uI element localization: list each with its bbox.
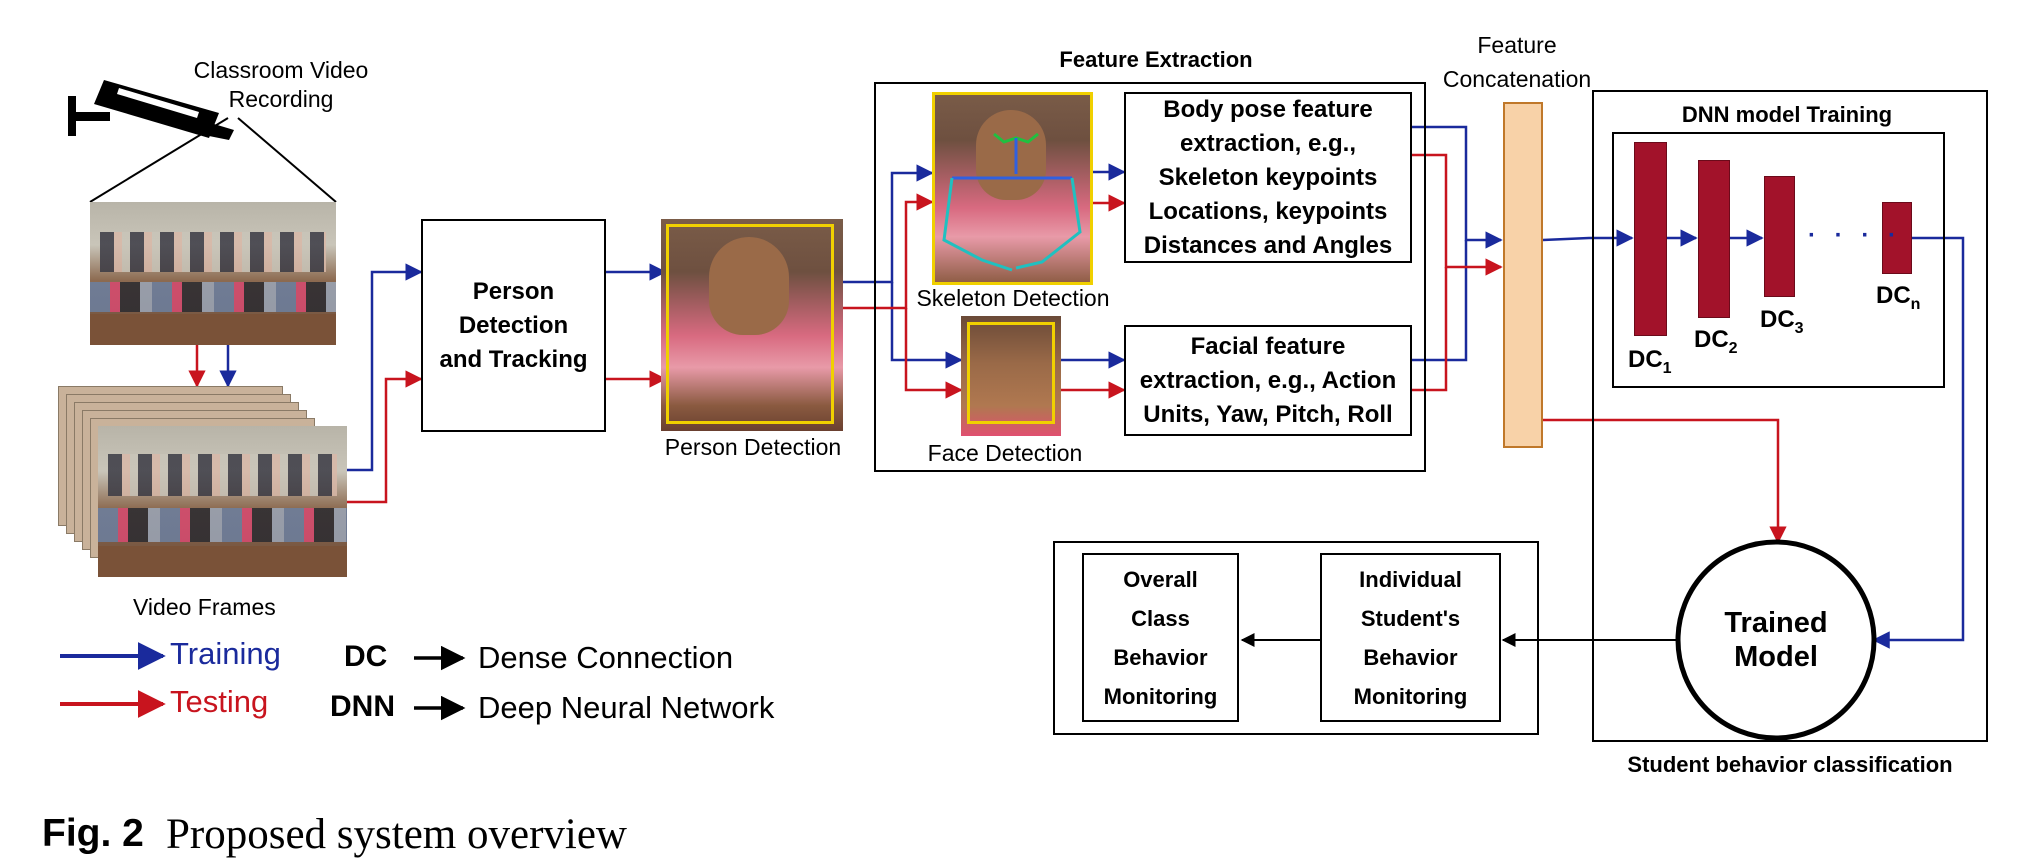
person-to-skeleton-arrow-blue bbox=[843, 164, 934, 284]
body-pose-feature-box: Body pose feature extraction, e.g., Skel… bbox=[1124, 92, 1412, 263]
trained-model-circle bbox=[1675, 539, 1877, 741]
figure-caption: Proposed system overview bbox=[166, 811, 627, 858]
feature-extraction-title: Feature Extraction bbox=[1059, 47, 1253, 72]
video-frames-image bbox=[98, 426, 347, 577]
dcn-layer bbox=[1882, 202, 1912, 274]
face-detection-image bbox=[961, 316, 1061, 436]
skeleton-head-shape bbox=[976, 110, 1046, 200]
cctv-camera-icon bbox=[68, 80, 234, 140]
trained-model-text: Trained Model bbox=[1724, 607, 1828, 673]
figure-number: Fig. 2 bbox=[42, 812, 144, 855]
dc3-layer bbox=[1764, 176, 1795, 297]
legend-dc-full: Dense Connection bbox=[478, 640, 734, 675]
camera-view-line-right bbox=[237, 117, 337, 203]
student-behavior-box bbox=[1592, 90, 1988, 742]
legend-training-label: Training bbox=[170, 636, 281, 671]
dnn-training-box bbox=[1612, 132, 1945, 388]
camera-label: Classroom Video Recording bbox=[193, 57, 369, 112]
student-behavior-title: Student behavior classification bbox=[1627, 752, 1953, 777]
face-bbox bbox=[967, 322, 1055, 424]
classroom-frame-image bbox=[90, 202, 336, 345]
skeleton-detection-image bbox=[932, 92, 1093, 285]
monitoring-outer-box bbox=[1053, 541, 1539, 735]
individual-behavior-box: Individual Student's Behavior Monitoring bbox=[1320, 553, 1501, 722]
dnn-training-title: DNN model Training bbox=[1681, 102, 1893, 127]
legend-dnn-abbr: DNN bbox=[330, 690, 395, 723]
skeleton-detection-label: Skeleton Detection bbox=[916, 285, 1110, 311]
bodypose-to-concat-arrow-red bbox=[1412, 153, 1503, 276]
individual-behavior-text: Individual Student's Behavior Monitoring bbox=[1353, 566, 1468, 709]
frames-to-tracking-arrow-red bbox=[347, 370, 423, 504]
feature-extraction-box bbox=[874, 82, 1426, 472]
person-detection-label: Person Detection bbox=[664, 434, 842, 460]
face-detection-label: Face Detection bbox=[927, 440, 1083, 466]
dc2-label: DC2 bbox=[1694, 326, 1738, 357]
facial-feature-box: Facial feature extraction, e.g., Action … bbox=[1124, 325, 1412, 436]
dcn-label: DCn bbox=[1876, 282, 1921, 313]
feature-concat-bar bbox=[1503, 102, 1543, 448]
person-detection-image bbox=[661, 219, 843, 431]
person-to-face-arrow-red bbox=[904, 308, 963, 399]
person-head-shape bbox=[709, 237, 789, 335]
overall-behavior-box: Overall Class Behavior Monitoring bbox=[1082, 553, 1239, 722]
concat-to-model-arrow-red bbox=[1543, 418, 1787, 544]
facial-feature-text: Facial feature extraction, e.g., Action … bbox=[1139, 332, 1397, 428]
feature-concat-label: Feature Concatenation bbox=[1442, 32, 1592, 92]
facial-to-concat-line-red bbox=[1412, 267, 1448, 392]
dnn-ellipsis: · · · · bbox=[1808, 222, 1902, 249]
facial-to-concat-line-blue bbox=[1412, 240, 1468, 362]
overall-behavior-text: Overall Class Behavior Monitoring bbox=[1103, 566, 1218, 709]
body-pose-feature-text: Body pose feature extraction, e.g., Skel… bbox=[1143, 95, 1393, 259]
person-tracking-box: Person Detection and Tracking bbox=[421, 219, 606, 432]
trained-model-node: Trained Model bbox=[1678, 542, 1874, 738]
dc2-layer bbox=[1698, 160, 1730, 318]
person-bbox bbox=[666, 224, 834, 424]
video-frames-label: Video Frames bbox=[133, 594, 276, 620]
dnn-to-model-arrow-blue bbox=[1872, 236, 1965, 649]
dc3-label: DC3 bbox=[1760, 306, 1804, 337]
legend-dc-abbr: DC bbox=[344, 640, 388, 673]
legend-testing-label: Testing bbox=[170, 684, 269, 719]
person-tracking-text: Person Detection and Tracking bbox=[439, 277, 588, 373]
dc1-layer bbox=[1634, 142, 1667, 336]
legend-dnn-full: Deep Neural Network bbox=[478, 690, 775, 725]
frames-to-tracking-arrow-blue bbox=[347, 263, 423, 472]
concat-to-dc1-arrow bbox=[1542, 229, 1634, 247]
skeleton-bbox bbox=[932, 92, 1093, 285]
dc1-label: DC1 bbox=[1628, 346, 1672, 377]
skeleton-keypoints bbox=[942, 132, 1082, 272]
bodypose-to-concat-arrow-blue bbox=[1412, 125, 1503, 249]
